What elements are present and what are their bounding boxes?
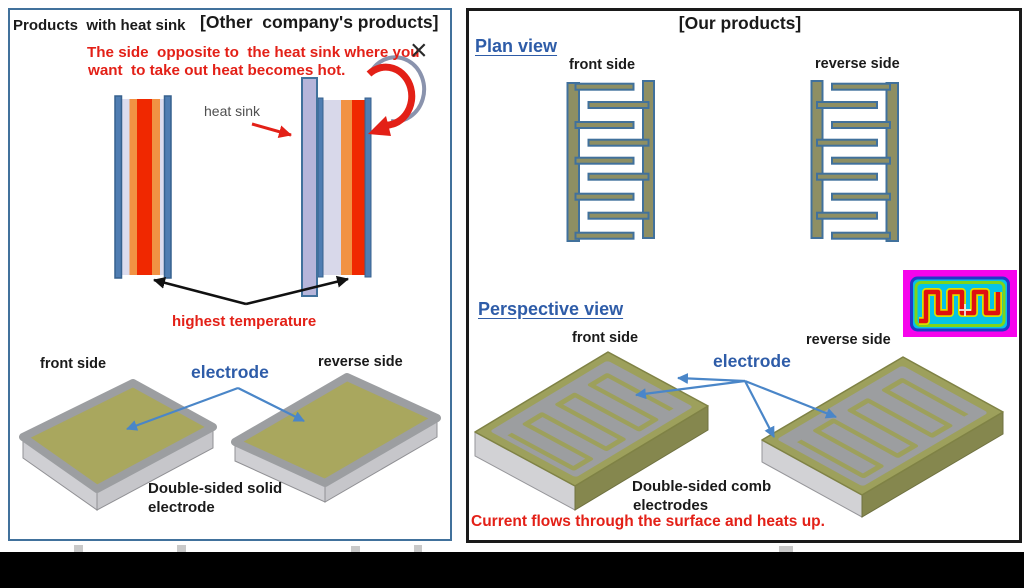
cross-mark-icon: × bbox=[410, 34, 428, 67]
plan-view-heading: Plan view bbox=[475, 36, 558, 56]
electrode-arrows-left bbox=[126, 386, 305, 431]
plan-comb-front bbox=[566, 80, 655, 242]
current-flow-note: Current flows through the surface and he… bbox=[471, 513, 825, 530]
right-panel-header: [Our products] bbox=[678, 13, 802, 33]
electrode-label-right: electrode bbox=[713, 351, 791, 371]
left-caption-line1: Double-sided solid bbox=[148, 480, 283, 497]
heat-sink-pointer-arrow bbox=[251, 122, 292, 138]
left-panel-title: Products with heat sink bbox=[13, 17, 186, 34]
heat-sink-label: heat sink bbox=[204, 103, 261, 119]
highest-temperature-label: highest temperature bbox=[172, 313, 317, 330]
warning-text-line1: The side opposite to the heat sink where… bbox=[87, 44, 420, 61]
perspective-view-heading: Perspective view bbox=[478, 299, 624, 319]
layer-stack-plain bbox=[114, 95, 172, 279]
reverse-side-label-left: reverse side bbox=[318, 354, 403, 370]
perspective-front-side-label: front side bbox=[572, 330, 639, 346]
other-company-panel bbox=[8, 8, 452, 541]
plan-comb-reverse bbox=[810, 80, 899, 242]
letterbox-bar bbox=[0, 552, 1024, 588]
curved-heat-arrow bbox=[366, 55, 427, 136]
solid-plate-reverse bbox=[231, 373, 441, 503]
plan-reverse-side-label: reverse side bbox=[815, 56, 900, 72]
front-side-label-left: front side bbox=[40, 356, 107, 372]
thermal-cursor-cross-icon bbox=[959, 304, 971, 316]
perspective-reverse-side-label: reverse side bbox=[806, 332, 891, 348]
left-caption-line2: electrode bbox=[148, 499, 215, 516]
perspective-slab-reverse bbox=[761, 356, 1004, 518]
electrode-arrows-right bbox=[635, 372, 837, 438]
left-panel-header: [Other company's products] bbox=[200, 12, 439, 32]
right-caption-line1: Double-sided comb bbox=[632, 478, 772, 495]
heat-sink-bar bbox=[301, 77, 318, 297]
highest-temperature-arrows bbox=[153, 275, 349, 306]
caption-artifacts bbox=[74, 545, 793, 552]
solid-plate-front bbox=[19, 379, 217, 511]
plan-front-side-label: front side bbox=[569, 57, 636, 73]
warning-text-line2: want to take out heat becomes hot. bbox=[88, 62, 346, 79]
right-caption-line2: electrodes bbox=[633, 497, 709, 514]
thermal-image bbox=[903, 270, 1017, 337]
our-products-panel bbox=[466, 8, 1022, 543]
layer-stack-heatsink bbox=[301, 77, 372, 297]
electrode-label-left: electrode bbox=[191, 362, 269, 382]
